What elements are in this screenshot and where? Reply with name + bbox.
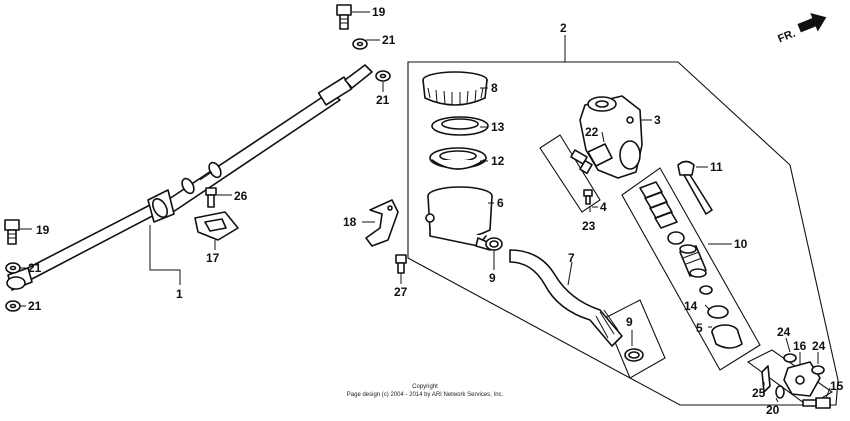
callout-17: 17 xyxy=(206,251,220,265)
callout-6: 6 xyxy=(497,196,504,210)
push-rod[interactable] xyxy=(677,160,713,215)
callout-3: 3 xyxy=(654,113,661,127)
callout-24-left: 24 xyxy=(777,325,791,339)
sub-frame-9 xyxy=(604,299,666,379)
reservoir-bracket[interactable] xyxy=(365,199,399,247)
hose-clip[interactable] xyxy=(485,237,503,251)
primary-cup[interactable] xyxy=(667,231,685,245)
callout-14: 14 xyxy=(684,299,698,313)
callout-12: 12 xyxy=(491,154,505,168)
reservoir-cap[interactable] xyxy=(422,71,488,106)
sub-frame-4 xyxy=(539,134,601,213)
sealing-washer-icon[interactable] xyxy=(352,38,368,50)
sealing-washer-icon[interactable] xyxy=(5,300,21,312)
callout-8: 8 xyxy=(491,81,498,95)
callout-11: 11 xyxy=(710,160,723,174)
callout-27: 27 xyxy=(394,285,408,299)
callout-2: 2 xyxy=(560,21,567,35)
cap-plate[interactable] xyxy=(431,116,489,136)
direction-marker: FR. xyxy=(776,12,827,46)
washer[interactable] xyxy=(699,285,713,295)
flange-bolt[interactable] xyxy=(205,187,217,208)
callout-13: 13 xyxy=(491,120,505,134)
callout-22: 22 xyxy=(585,125,599,139)
piston[interactable] xyxy=(679,244,707,278)
arrow-forward-icon xyxy=(797,12,827,33)
callout-16: 16 xyxy=(793,339,807,353)
sealing-washer-icon[interactable] xyxy=(5,262,21,274)
holder-bolt[interactable] xyxy=(802,397,831,409)
brake-hose-assembly[interactable] xyxy=(6,64,373,291)
sub-frame-16 xyxy=(746,349,834,407)
callout-21-bottom: 21 xyxy=(28,299,42,313)
leader-lines xyxy=(20,11,831,403)
callout-21-upper: 21 xyxy=(382,33,396,47)
callout-1: 1 xyxy=(176,287,183,301)
sealing-washer-icon[interactable] xyxy=(375,70,391,82)
callout-10: 10 xyxy=(734,237,748,251)
callout-9-upper: 9 xyxy=(489,271,496,285)
reservoir-screw[interactable] xyxy=(395,254,407,274)
callout-15: 15 xyxy=(830,379,844,393)
hose-joint[interactable] xyxy=(570,149,593,175)
assembly-frame xyxy=(407,61,839,406)
nut[interactable] xyxy=(783,353,797,363)
master-cylinder-holder[interactable] xyxy=(783,361,821,397)
banjo-bolt-upper[interactable] xyxy=(336,4,352,30)
callout-21-middle: 21 xyxy=(376,93,390,107)
reservoir-hose[interactable] xyxy=(509,249,623,347)
copyright-text: Page design (c) 2004 - 2014 by ARI Netwo… xyxy=(347,392,504,398)
callout-23: 23 xyxy=(582,219,596,233)
boot[interactable] xyxy=(711,324,743,349)
reservoir-diaphragm[interactable] xyxy=(429,147,487,170)
callout-24-right: 24 xyxy=(812,339,826,353)
callout-19-lower: 19 xyxy=(36,223,50,237)
copyright-title: Copyright xyxy=(412,384,438,390)
callout-9-lower: 9 xyxy=(626,315,633,329)
nut[interactable] xyxy=(811,365,825,375)
reservoir-tank[interactable] xyxy=(425,186,493,251)
circlip[interactable] xyxy=(707,305,729,319)
hose-clamp[interactable] xyxy=(194,211,239,241)
hose-clip[interactable] xyxy=(624,348,644,362)
callout-19-upper: 19 xyxy=(372,5,386,19)
callout-20: 20 xyxy=(766,403,780,417)
screw[interactable] xyxy=(583,189,593,205)
sub-frame-10 xyxy=(621,167,761,371)
callout-5: 5 xyxy=(696,321,703,335)
direction-label: FR. xyxy=(776,28,797,46)
o-ring[interactable] xyxy=(587,143,613,167)
callout-21-lower: 21 xyxy=(28,261,42,275)
banjo-bolt-lower[interactable] xyxy=(4,219,20,245)
callout-25: 25 xyxy=(752,386,766,400)
washer[interactable] xyxy=(775,385,785,399)
spring[interactable] xyxy=(639,181,678,229)
callout-4: 4 xyxy=(600,200,607,214)
callout-7: 7 xyxy=(568,251,575,265)
callout-26: 26 xyxy=(234,189,248,203)
callout-18: 18 xyxy=(343,215,357,229)
